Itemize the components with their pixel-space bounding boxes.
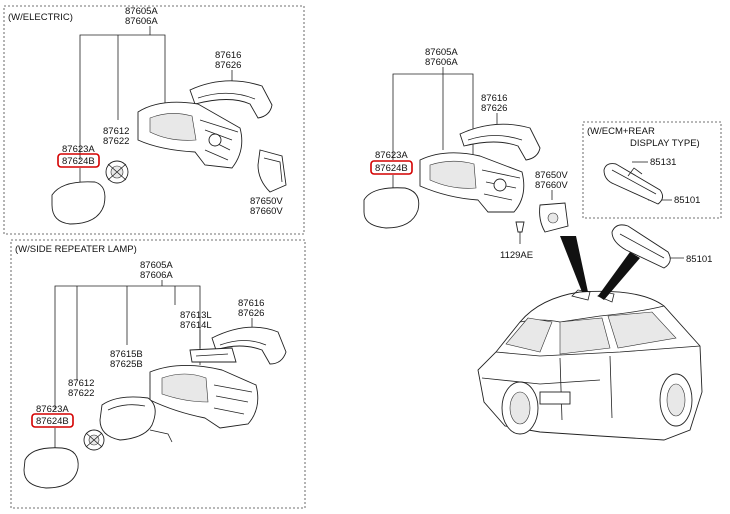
e-side-lamp [257, 149, 287, 193]
m-lamp-label-a: 87650V [535, 170, 568, 181]
e-cover-label-a: 87616 [215, 50, 241, 61]
s-housing-label-a: 87615B [110, 349, 143, 360]
ecm-rear-display-mirror [603, 163, 663, 205]
e-cover-label-b: 87626 [215, 60, 241, 71]
side-repeater-section-box [10, 239, 306, 509]
s-assy-label-a: 87605A [140, 260, 173, 271]
ecm-section-box [582, 121, 722, 219]
s-assy-label-b: 87606A [140, 270, 173, 281]
s-mirror-cover [211, 326, 287, 365]
e-glass-highlight [57, 153, 100, 168]
ecm-section-header-2: DISPLAY TYPE) [630, 138, 700, 149]
m-cover-label-a: 87616 [481, 93, 507, 104]
e-assy-label-b: 87606A [125, 16, 158, 27]
electric-section-header: (W/ELECTRIC) [8, 12, 73, 23]
e-mirror-glass [51, 181, 106, 225]
s-cover-label-a: 87616 [238, 298, 264, 309]
e-lamp-label-b: 87660V [250, 206, 283, 217]
e-mirror-cover [189, 80, 273, 119]
car-illustration [477, 289, 703, 441]
s-motor-label-a: 87612 [68, 378, 94, 389]
ecm-mirror-label: 85101 [674, 195, 700, 206]
s-motor-label-b: 87622 [68, 388, 94, 399]
e-glass-label-a: 87623A [62, 144, 95, 155]
e-glass-label-b: 87624B [62, 156, 95, 167]
m-screw-label: 1129AE [500, 250, 533, 261]
m-assy-label-b: 87606A [425, 57, 458, 68]
electric-section-box [3, 5, 305, 235]
e-lamp-label-a: 87650V [250, 196, 283, 207]
s-cover-label-b: 87626 [238, 308, 264, 319]
m-glass-label-b: 87624B [375, 163, 408, 174]
m-lamp-label-b: 87660V [535, 180, 568, 191]
m-mirror-cover [459, 123, 541, 161]
s-repeater-label-b: 87614L [180, 320, 212, 331]
s-mirror-glass [23, 447, 79, 489]
s-glass-label-a: 87623A [36, 404, 69, 415]
e-assy-label-a: 87605A [125, 6, 158, 17]
e-motor-label-a: 87612 [103, 126, 129, 137]
room-mirror [611, 224, 671, 269]
s-glass-label-b: 87624B [36, 416, 69, 427]
m-mirror-glass [363, 187, 420, 229]
m-glass-highlight [370, 160, 413, 175]
s-glass-holder [99, 396, 156, 441]
ecm-wire-label: 85131 [650, 157, 676, 168]
m-assy-label-a: 87605A [425, 47, 458, 58]
room-mirror-label: 85101 [686, 254, 712, 265]
side-repeater-section-header: (W/SIDE REPEATER LAMP) [15, 244, 137, 255]
s-housing-label-b: 87625B [110, 359, 143, 370]
s-glass-highlight [31, 413, 74, 428]
pointer-from-side-mirror [560, 236, 588, 292]
pointer-from-room-mirror [598, 252, 640, 300]
ecm-section-header-1: (W/ECM+REAR [587, 126, 655, 137]
m-cover-label-b: 87626 [481, 103, 507, 114]
s-repeater-label-a: 87613L [180, 310, 212, 321]
m-glass-label-a: 87623A [375, 150, 408, 161]
m-screw [515, 221, 525, 233]
e-motor-label-b: 87622 [103, 136, 129, 147]
